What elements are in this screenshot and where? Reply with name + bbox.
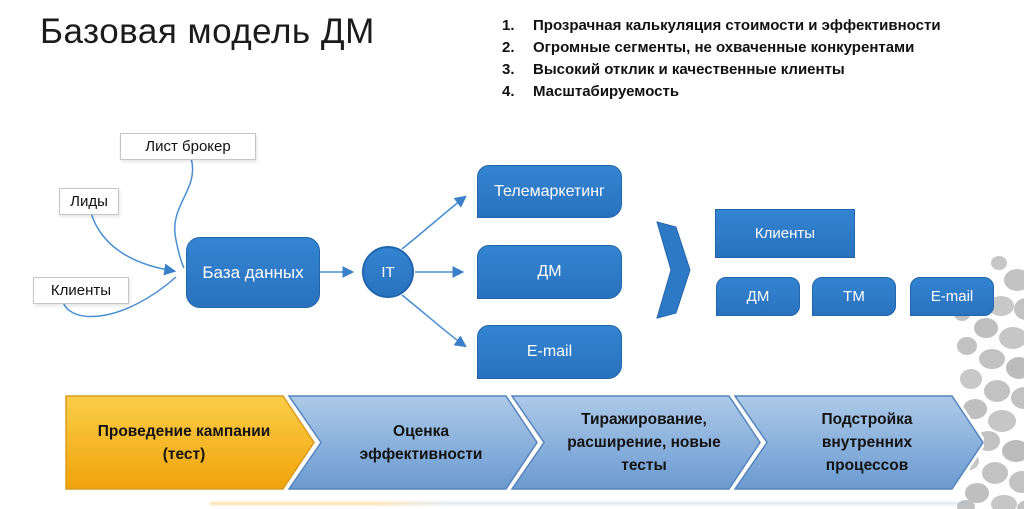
result-label: Клиенты — [754, 225, 816, 242]
process-arrow-shape — [288, 395, 538, 490]
process-step-label: Проведение кампании (тест) — [97, 422, 271, 463]
source-box-clients: Клиенты — [33, 277, 129, 304]
database-node: База данных — [186, 237, 320, 308]
process-step-evaluation: Оценка эффективности — [288, 395, 538, 490]
source-box-leads: Лиды — [59, 188, 119, 215]
result-label: ТМ — [843, 288, 865, 305]
arrows-reflection-decoration — [210, 502, 968, 505]
connector-it-to-email — [401, 294, 467, 348]
process-step-label: Подстройка внутренних процессов — [821, 411, 913, 474]
benefit-item: 3. Высокий отклик и качественные клиенты — [502, 59, 982, 81]
source-box-list-broker: Лист брокер — [120, 133, 256, 160]
channel-box-dm: ДМ — [477, 245, 622, 299]
result-box-clients: Клиенты — [715, 209, 855, 258]
result-label: E-mail — [930, 288, 974, 305]
channel-box-telemarketing: Телемаркетинг — [477, 165, 622, 218]
process-arrow-shape — [65, 395, 315, 490]
process-arrow-shape — [734, 395, 984, 490]
chevron-separator-icon — [656, 221, 691, 319]
process-step-internal: Подстройка внутренних процессов — [734, 395, 984, 490]
benefit-item: 4. Масштабируемость — [502, 81, 982, 103]
benefit-text: Прозрачная калькуляция стоимости и эффек… — [533, 17, 941, 34]
database-label: База данных — [202, 262, 304, 282]
it-label: IT — [381, 263, 395, 281]
benefit-number: 1. — [502, 17, 515, 34]
it-node: IT — [362, 246, 414, 298]
benefit-number: 2. — [502, 39, 515, 56]
process-arrow-shape — [511, 395, 761, 490]
benefit-number: 4. — [502, 83, 515, 100]
benefit-text: Огромные сегменты, не охваченные конкуре… — [533, 39, 915, 56]
result-box-email: E-mail — [910, 277, 994, 316]
channel-label: E-mail — [526, 343, 573, 360]
source-label: Клиенты — [50, 282, 112, 299]
process-step-replication: Тиражирование, расширение, новые тесты — [511, 395, 761, 490]
benefit-number: 3. — [502, 61, 515, 78]
benefit-text: Высокий отклик и качественные клиенты — [533, 61, 845, 78]
result-box-dm: ДМ — [716, 277, 800, 316]
connector-it-to-telemarketing — [401, 195, 467, 250]
page-title: Базовая модель ДМ — [40, 12, 375, 51]
benefit-item: 1. Прозрачная калькуляция стоимости и эф… — [502, 15, 982, 37]
channel-label: ДМ — [537, 263, 562, 280]
benefits-list: 1. Прозрачная калькуляция стоимости и эф… — [502, 15, 982, 103]
source-label: Лиды — [70, 193, 108, 210]
channel-box-email: E-mail — [477, 325, 622, 379]
result-label: ДМ — [746, 288, 770, 305]
source-label: Лист брокер — [145, 138, 231, 155]
result-box-tm: ТМ — [812, 277, 896, 316]
connector-leads-to-database — [90, 212, 177, 276]
process-step-label: Тиражирование, расширение, новые тесты — [567, 411, 721, 474]
process-step-label: Оценка эффективности — [359, 422, 483, 463]
benefit-text: Масштабируемость — [533, 83, 680, 100]
channel-label: Телемаркетинг — [494, 182, 605, 200]
benefit-item: 2. Огромные сегменты, не охваченные конк… — [502, 37, 982, 59]
process-step-campaign: Проведение кампании (тест) — [65, 395, 315, 490]
